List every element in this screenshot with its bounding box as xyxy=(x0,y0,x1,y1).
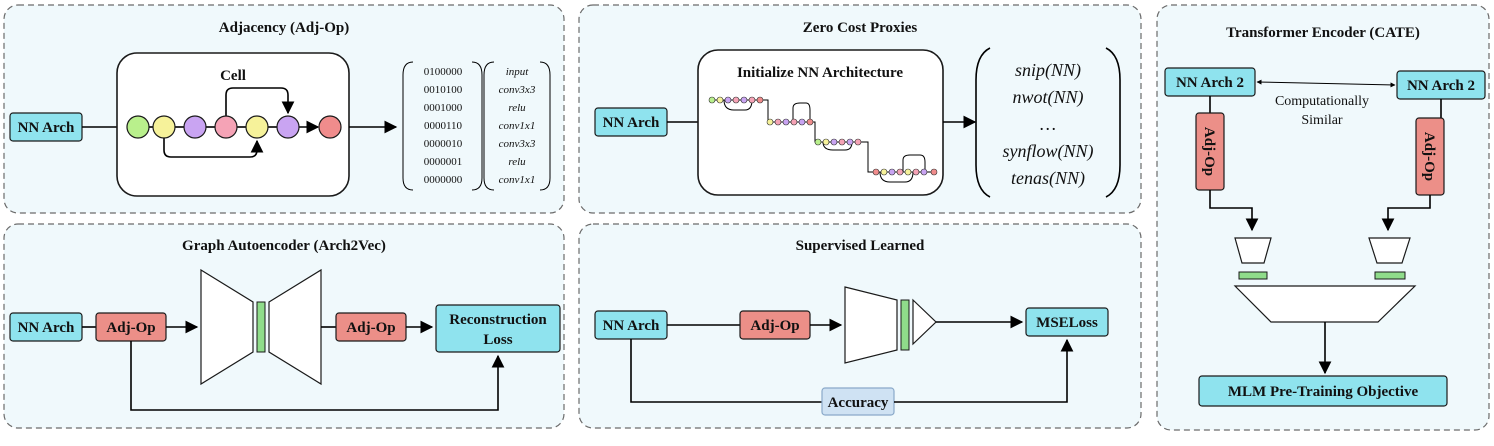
matrix-row: 0100000 xyxy=(424,66,463,78)
panel-transformer: Transformer Encoder (CATE) NN Arch 2 NN … xyxy=(1156,4,1490,431)
encoder-trapezoid xyxy=(844,286,898,364)
nn-arch-label: NN Arch xyxy=(603,115,660,131)
op-entry: conv3x3 xyxy=(499,138,536,150)
panel-zero-cost: Zero Cost Proxies NN Arch Initialize NN … xyxy=(578,4,1142,214)
connector-arrow xyxy=(1381,195,1431,232)
cell-label: Cell xyxy=(220,68,246,84)
reconstruction-loss-box xyxy=(435,304,561,353)
adj-op-left-label: Adj-Op xyxy=(1201,127,1217,176)
nn-arch-label: NN Arch xyxy=(18,320,75,336)
encoder-right xyxy=(1368,237,1411,264)
proxy-synflow: synflow(NN) xyxy=(1002,141,1093,162)
proxy-nwot: nwot(NN) xyxy=(1012,87,1083,108)
op-entry: conv3x3 xyxy=(499,84,536,96)
matrix-row: 0000110 xyxy=(424,120,463,132)
mse-loss-label: MSELoss xyxy=(1036,315,1098,331)
adj-op-output-label: Adj-Op xyxy=(346,320,395,336)
op-entry: input xyxy=(506,66,530,78)
transformer-encoder-block xyxy=(1233,285,1417,323)
connector-arrow xyxy=(894,338,1074,403)
latent-bar-left xyxy=(1238,271,1268,280)
nn-arch-2-right-label: NN Arch 2 xyxy=(1407,78,1475,94)
latent-bar xyxy=(256,301,266,353)
op-entry: relu xyxy=(508,156,526,168)
reconstruction-loss-line1: Reconstruction xyxy=(449,312,547,328)
mse-loss-box xyxy=(1025,307,1109,337)
panel-supervised-title: Supervised Learned xyxy=(796,238,925,254)
latent-bar xyxy=(900,299,910,351)
proxy-snip: snip(NN) xyxy=(1015,60,1081,81)
nn-arch-label: NN Arch xyxy=(18,120,75,136)
op-entry: relu xyxy=(508,102,526,114)
cell-node-yellow xyxy=(245,115,269,139)
panel-transformer-title: Transformer Encoder (CATE) xyxy=(1226,25,1420,41)
init-architecture-label: Initialize NN Architecture xyxy=(737,65,903,81)
accuracy-label: Accuracy xyxy=(828,395,889,411)
cell-node-yellow xyxy=(152,115,176,139)
regressor-head xyxy=(912,298,937,346)
skip-connection-arrow xyxy=(130,341,505,411)
op-entry: conv1x1 xyxy=(499,120,536,132)
latent-bar-right xyxy=(1374,271,1406,280)
proxy-ellipsis: … xyxy=(1040,114,1056,134)
connector-arrow xyxy=(1209,190,1259,232)
panel-graph-ae-title: Graph Autoencoder (Arch2Vec) xyxy=(182,238,386,254)
adj-op-right-label: Adj-Op xyxy=(1421,132,1437,181)
panel-supervised: Supervised Learned NN Arch Adj-Op MSELos… xyxy=(578,223,1142,429)
cell-node-green xyxy=(126,115,150,139)
nn-arch-label: NN Arch xyxy=(603,318,660,334)
cell-node-purple xyxy=(183,115,207,139)
mlm-objective-label: MLM Pre-Training Objective xyxy=(1228,384,1419,400)
matrix-row: 0000000 xyxy=(424,174,463,186)
mlm-objective-box xyxy=(1198,375,1448,407)
matrix-row: 0010100 xyxy=(424,84,463,96)
nn-arch-2-left-label: NN Arch 2 xyxy=(1176,75,1244,91)
encoder-trapezoid xyxy=(200,268,254,386)
proxy-tenas: tenas(NN) xyxy=(1011,168,1085,189)
panel-transformer-frame xyxy=(1156,4,1490,431)
panel-zero-cost-title: Zero Cost Proxies xyxy=(803,20,918,36)
adj-op-input-label: Adj-Op xyxy=(106,320,155,336)
proxy-vector: snip(NN) nwot(NN) … synflow(NN) tenas(NN… xyxy=(975,47,1121,198)
decoder-trapezoid xyxy=(268,268,322,386)
matrix-row: 0000010 xyxy=(424,138,463,150)
adj-op-label: Adj-Op xyxy=(750,318,799,334)
network-graph-icon xyxy=(708,96,938,183)
connector xyxy=(630,339,822,403)
panel-adjacency-title: Adjacency (Adj-Op) xyxy=(219,20,349,36)
cell-node-purple xyxy=(276,115,300,139)
matrix-row: 0001000 xyxy=(424,102,463,114)
panel-graph-ae: Graph Autoencoder (Arch2Vec) NN Arch Adj… xyxy=(3,223,565,429)
similarity-arrow xyxy=(1256,79,1396,88)
reconstruction-loss-line2: Loss xyxy=(483,332,512,348)
adjacency-matrix: 0100000 0010100 0001000 0000110 0000010 … xyxy=(402,61,483,191)
cell-edges xyxy=(149,87,320,158)
op-entry: conv1x1 xyxy=(499,174,536,186)
matrix-row: 0000001 xyxy=(424,156,463,168)
cell-node-pink xyxy=(214,115,238,139)
similarity-label-line2: Similar xyxy=(1301,113,1343,128)
panel-adjacency: Adjacency (Adj-Op) NN Arch Cell xyxy=(3,4,565,214)
op-vector: input conv3x3 relu conv1x1 conv3x3 relu … xyxy=(483,61,551,191)
similarity-label-line1: Computationally xyxy=(1275,94,1369,109)
cell-node-output xyxy=(318,115,342,139)
encoder-left xyxy=(1234,237,1272,264)
